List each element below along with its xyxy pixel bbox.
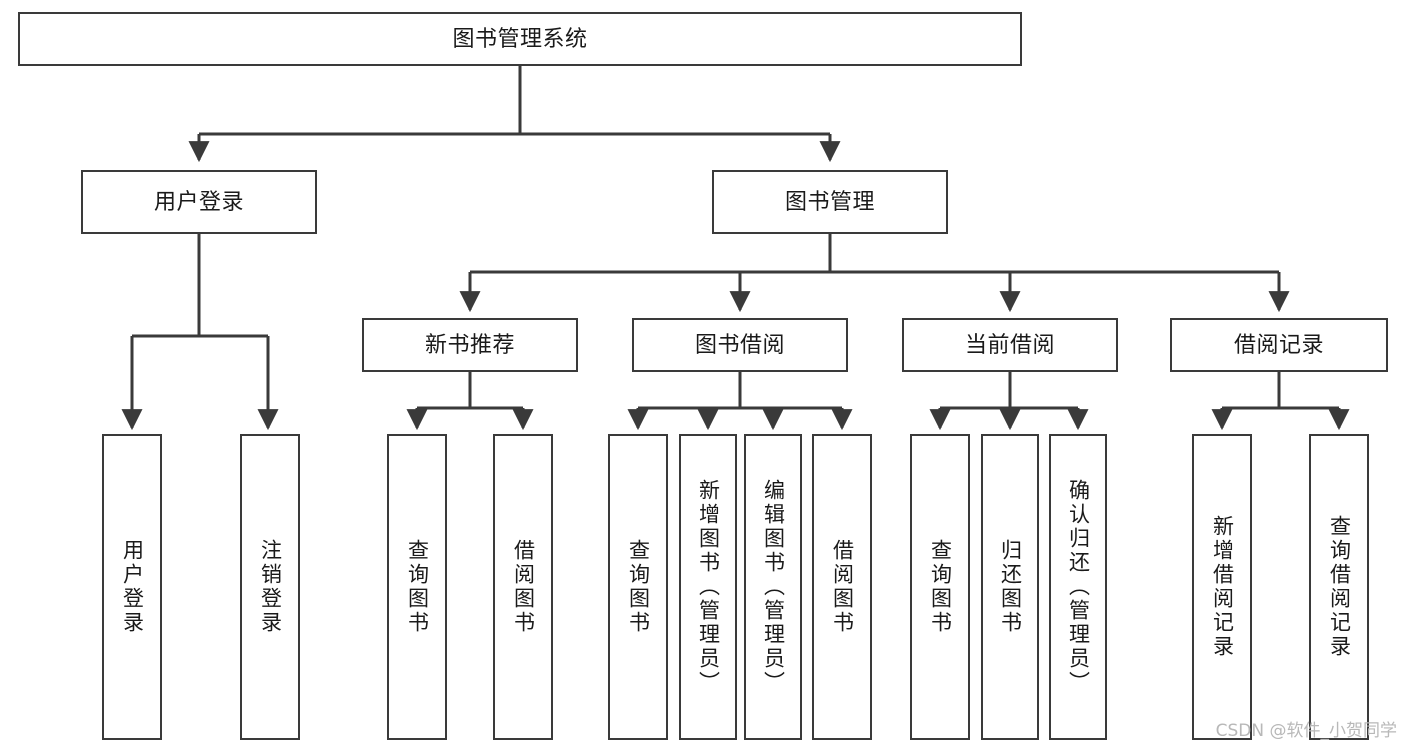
leaf-return-book-label: 归还图书 <box>998 539 1022 635</box>
leaf-borrow-book-label: 借阅图书 <box>830 539 854 635</box>
node-book-borrow-label: 图书借阅 <box>694 331 785 357</box>
leaf-borrow-book-recommend-label: 借阅图书 <box>511 539 535 635</box>
leaf-add-book-label: 新增图书（管理员） <box>696 479 720 695</box>
leaf-add-borrow-record-label: 新增借阅记录 <box>1210 515 1234 659</box>
leaf-add-book[interactable]: 新增图书（管理员） <box>679 434 737 740</box>
leaf-edit-book-label: 编辑图书（管理员） <box>761 479 785 695</box>
node-book-management-label: 图书管理 <box>784 188 875 214</box>
leaf-edit-book[interactable]: 编辑图书（管理员） <box>744 434 802 740</box>
leaf-user-login-label: 用户登录 <box>120 539 144 635</box>
leaf-confirm-return[interactable]: 确认归还（管理员） <box>1049 434 1107 740</box>
node-borrow-record[interactable]: 借阅记录 <box>1170 318 1388 372</box>
leaf-query-book-current[interactable]: 查询图书 <box>910 434 970 740</box>
leaf-query-book-borrow-label: 查询图书 <box>626 539 650 635</box>
leaf-confirm-return-label: 确认归还（管理员） <box>1066 479 1090 695</box>
leaf-query-borrow-record-label: 查询借阅记录 <box>1327 515 1351 659</box>
node-root[interactable]: 图书管理系统 <box>18 12 1022 66</box>
node-borrow-record-label: 借阅记录 <box>1233 331 1324 357</box>
leaf-query-book-recommend-label: 查询图书 <box>405 539 429 635</box>
node-new-book-recommend-label: 新书推荐 <box>424 331 515 357</box>
leaf-add-borrow-record[interactable]: 新增借阅记录 <box>1192 434 1252 740</box>
node-root-label: 图书管理系统 <box>452 25 588 51</box>
node-current-borrow-label: 当前借阅 <box>964 331 1055 357</box>
leaf-query-book-current-label: 查询图书 <box>928 539 952 635</box>
node-user-login-label: 用户登录 <box>153 188 244 214</box>
leaf-return-book[interactable]: 归还图书 <box>981 434 1039 740</box>
watermark: CSDN @软件_小贺同学 <box>1215 721 1397 741</box>
leaf-borrow-book-recommend[interactable]: 借阅图书 <box>493 434 553 740</box>
node-current-borrow[interactable]: 当前借阅 <box>902 318 1118 372</box>
leaf-user-login[interactable]: 用户登录 <box>102 434 162 740</box>
leaf-borrow-book[interactable]: 借阅图书 <box>812 434 872 740</box>
node-new-book-recommend[interactable]: 新书推荐 <box>362 318 578 372</box>
leaf-query-book-borrow[interactable]: 查询图书 <box>608 434 668 740</box>
leaf-query-borrow-record[interactable]: 查询借阅记录 <box>1309 434 1369 740</box>
node-book-management[interactable]: 图书管理 <box>712 170 948 234</box>
leaf-logout[interactable]: 注销登录 <box>240 434 300 740</box>
node-user-login[interactable]: 用户登录 <box>81 170 317 234</box>
leaf-query-book-recommend[interactable]: 查询图书 <box>387 434 447 740</box>
leaf-logout-label: 注销登录 <box>258 539 282 635</box>
node-book-borrow[interactable]: 图书借阅 <box>632 318 848 372</box>
